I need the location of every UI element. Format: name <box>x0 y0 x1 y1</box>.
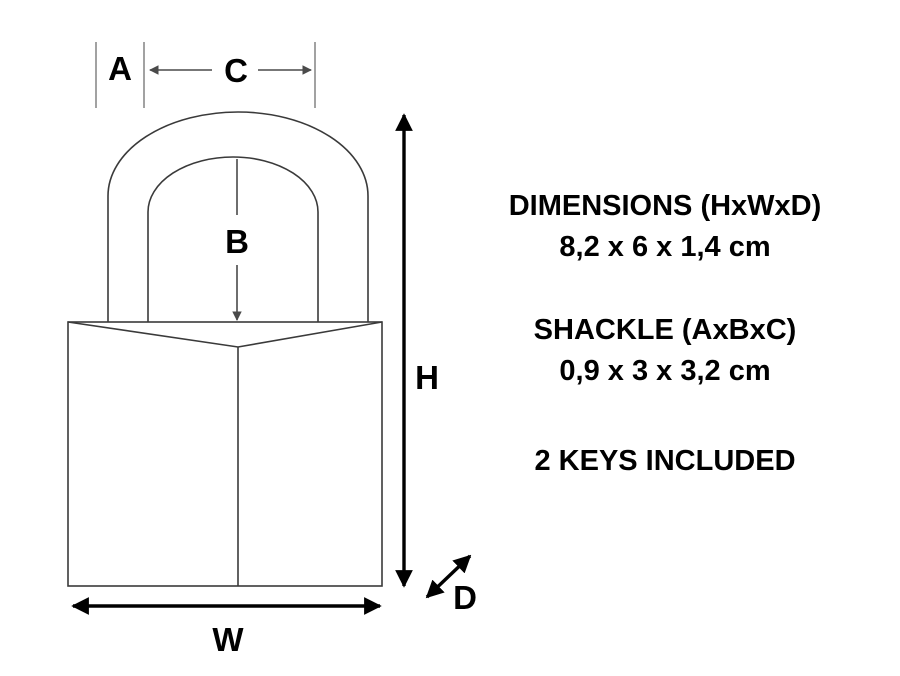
dimension-label-a: A <box>108 50 132 87</box>
dimension-label-h: H <box>415 359 439 396</box>
dimension-label-w: W <box>212 621 244 658</box>
dimension-h-group: H <box>395 113 439 588</box>
dimension-d-group: D <box>425 554 477 616</box>
dimensions-heading: DIMENSIONS (HxWxD) <box>509 190 822 222</box>
dimension-label-d: D <box>453 579 477 616</box>
padlock-shackle <box>107 111 369 322</box>
dimensions-value: 8,2 x 6 x 1,4 cm <box>559 231 770 263</box>
dimension-arrow-d <box>425 554 472 599</box>
shackle-heading: SHACKLE (AxBxC) <box>534 314 797 346</box>
body-outline <box>67 321 383 587</box>
padlock-body <box>67 321 383 587</box>
keys-included-note: 2 KEYS INCLUDED <box>534 445 795 477</box>
dimension-label-c: C <box>224 52 248 89</box>
shackle-outer-edge <box>107 111 369 322</box>
dimension-label-b: B <box>225 223 249 260</box>
specification-text-block: DIMENSIONS (HxWxD) 8,2 x 6 x 1,4 cm SHAC… <box>509 190 822 477</box>
shackle-value: 0,9 x 3 x 3,2 cm <box>559 355 770 387</box>
dimension-b-group: B <box>225 159 249 321</box>
shackle-inner-edge <box>147 156 319 322</box>
dimension-w-group: W <box>71 597 382 658</box>
top-dimension-group: A C <box>95 42 316 108</box>
